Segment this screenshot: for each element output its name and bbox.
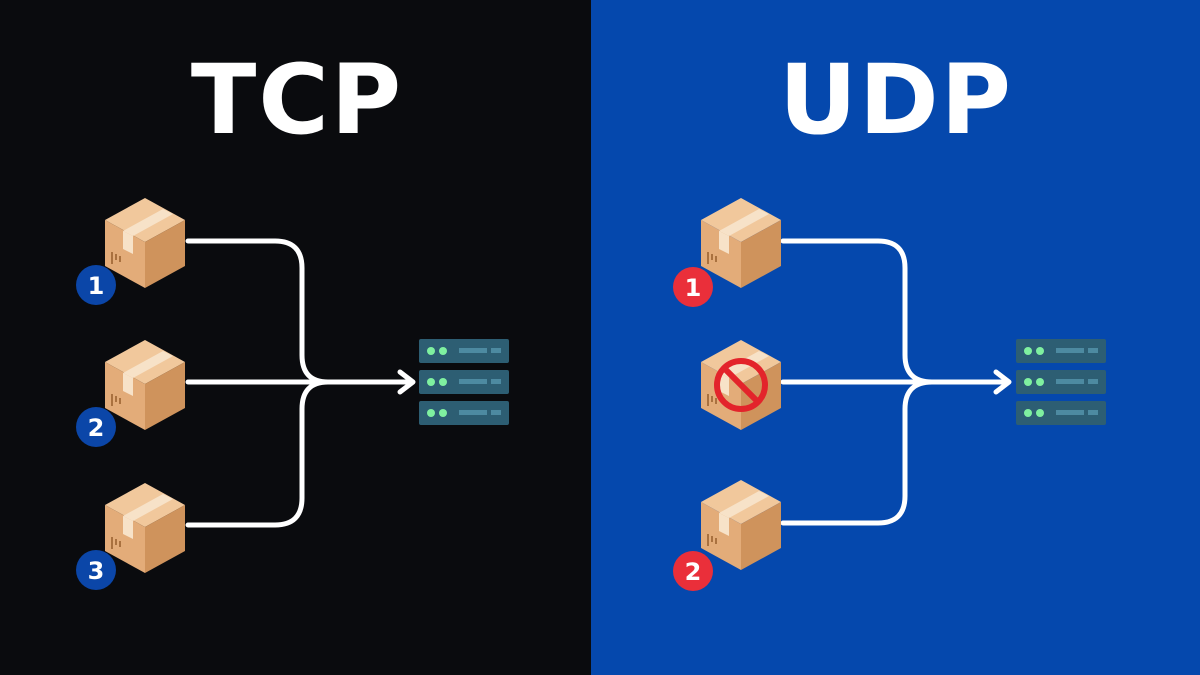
udp-packet-badge: 1: [673, 267, 713, 307]
svg-text:3: 3: [88, 557, 105, 585]
tcp-packet-badge: 1: [76, 265, 116, 305]
tcp-packet-badge: 2: [76, 407, 116, 447]
tcp-server-icon: [419, 339, 509, 425]
tcp-arrows: [185, 238, 416, 528]
tcp-arrow-path-3: [185, 379, 331, 528]
udp-arrows: [780, 238, 1012, 526]
udp-server-icon: [1016, 339, 1106, 425]
udp-packet-badge: 2: [673, 551, 713, 591]
udp-arrow-path-3: [780, 379, 935, 526]
svg-text:2: 2: [88, 414, 105, 442]
svg-text:1: 1: [88, 272, 105, 300]
udp-arrowhead: [993, 369, 1012, 395]
svg-text:2: 2: [685, 558, 702, 586]
tcp-arrow-path-1: [185, 238, 331, 385]
tcp-packet-badge: 3: [76, 550, 116, 590]
svg-text:1: 1: [685, 274, 702, 302]
tcp-title: TCP: [191, 44, 403, 156]
udp-arrow-path-1: [780, 238, 935, 385]
tcp-arrowhead: [397, 369, 416, 395]
udp-title: UDP: [779, 44, 1013, 156]
prohibited-icon: [714, 358, 768, 412]
